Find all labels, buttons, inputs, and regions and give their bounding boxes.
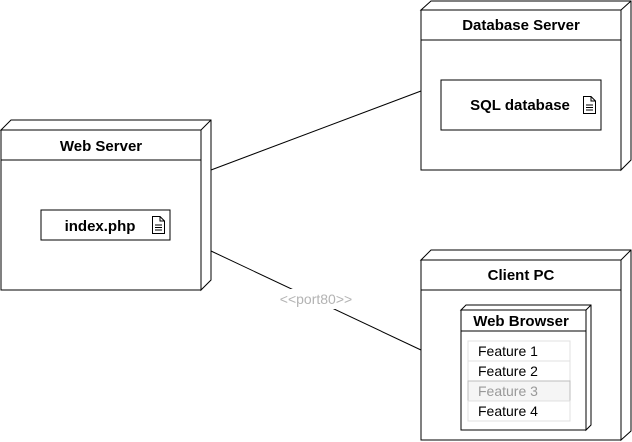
- artifact-sql-database-label: SQL database: [470, 97, 570, 114]
- connector-web-to-database: [210, 90, 422, 171]
- feature-item-2[interactable]: Feature 2: [467, 360, 571, 382]
- svg-text:Feature 2: Feature 2: [478, 363, 538, 379]
- artifact-index-php-label: index.php: [65, 218, 136, 235]
- feature-item-3[interactable]: Feature 3: [467, 380, 571, 402]
- feature-item-1[interactable]: Feature 1: [467, 340, 571, 362]
- artifact-index-php[interactable]: index.php: [40, 209, 171, 241]
- document-icon: [583, 96, 596, 114]
- connector-label-bg: [272, 289, 360, 309]
- document-icon: [152, 216, 165, 234]
- svg-text:Feature 1: Feature 1: [478, 343, 538, 359]
- node-database-server[interactable]: Database Server SQL database: [419, 0, 632, 172]
- feature-list[interactable]: Feature 1 Feature 2 Feature 3 Feature 4: [467, 340, 571, 422]
- connector-label-port80: <<port80>>: [280, 291, 352, 307]
- svg-text:Feature 3: Feature 3: [478, 383, 538, 399]
- node-web-server-title: Web Server: [60, 138, 142, 155]
- node-database-server-title: Database Server: [462, 17, 580, 34]
- node-web-browser[interactable]: Web Browser Feature 1 Feature 2 Feature …: [459, 304, 592, 432]
- feature-item-4[interactable]: Feature 4: [467, 400, 571, 422]
- node-web-server[interactable]: Web Server index.php: [0, 119, 212, 292]
- artifact-sql-database[interactable]: SQL database: [440, 79, 602, 131]
- node-client-pc[interactable]: Client PC Web Browser Feature 1 Feature …: [419, 249, 632, 442]
- node-client-pc-title: Client PC: [488, 267, 555, 284]
- node-web-browser-title: Web Browser: [473, 313, 569, 330]
- svg-text:Feature 4: Feature 4: [478, 403, 538, 419]
